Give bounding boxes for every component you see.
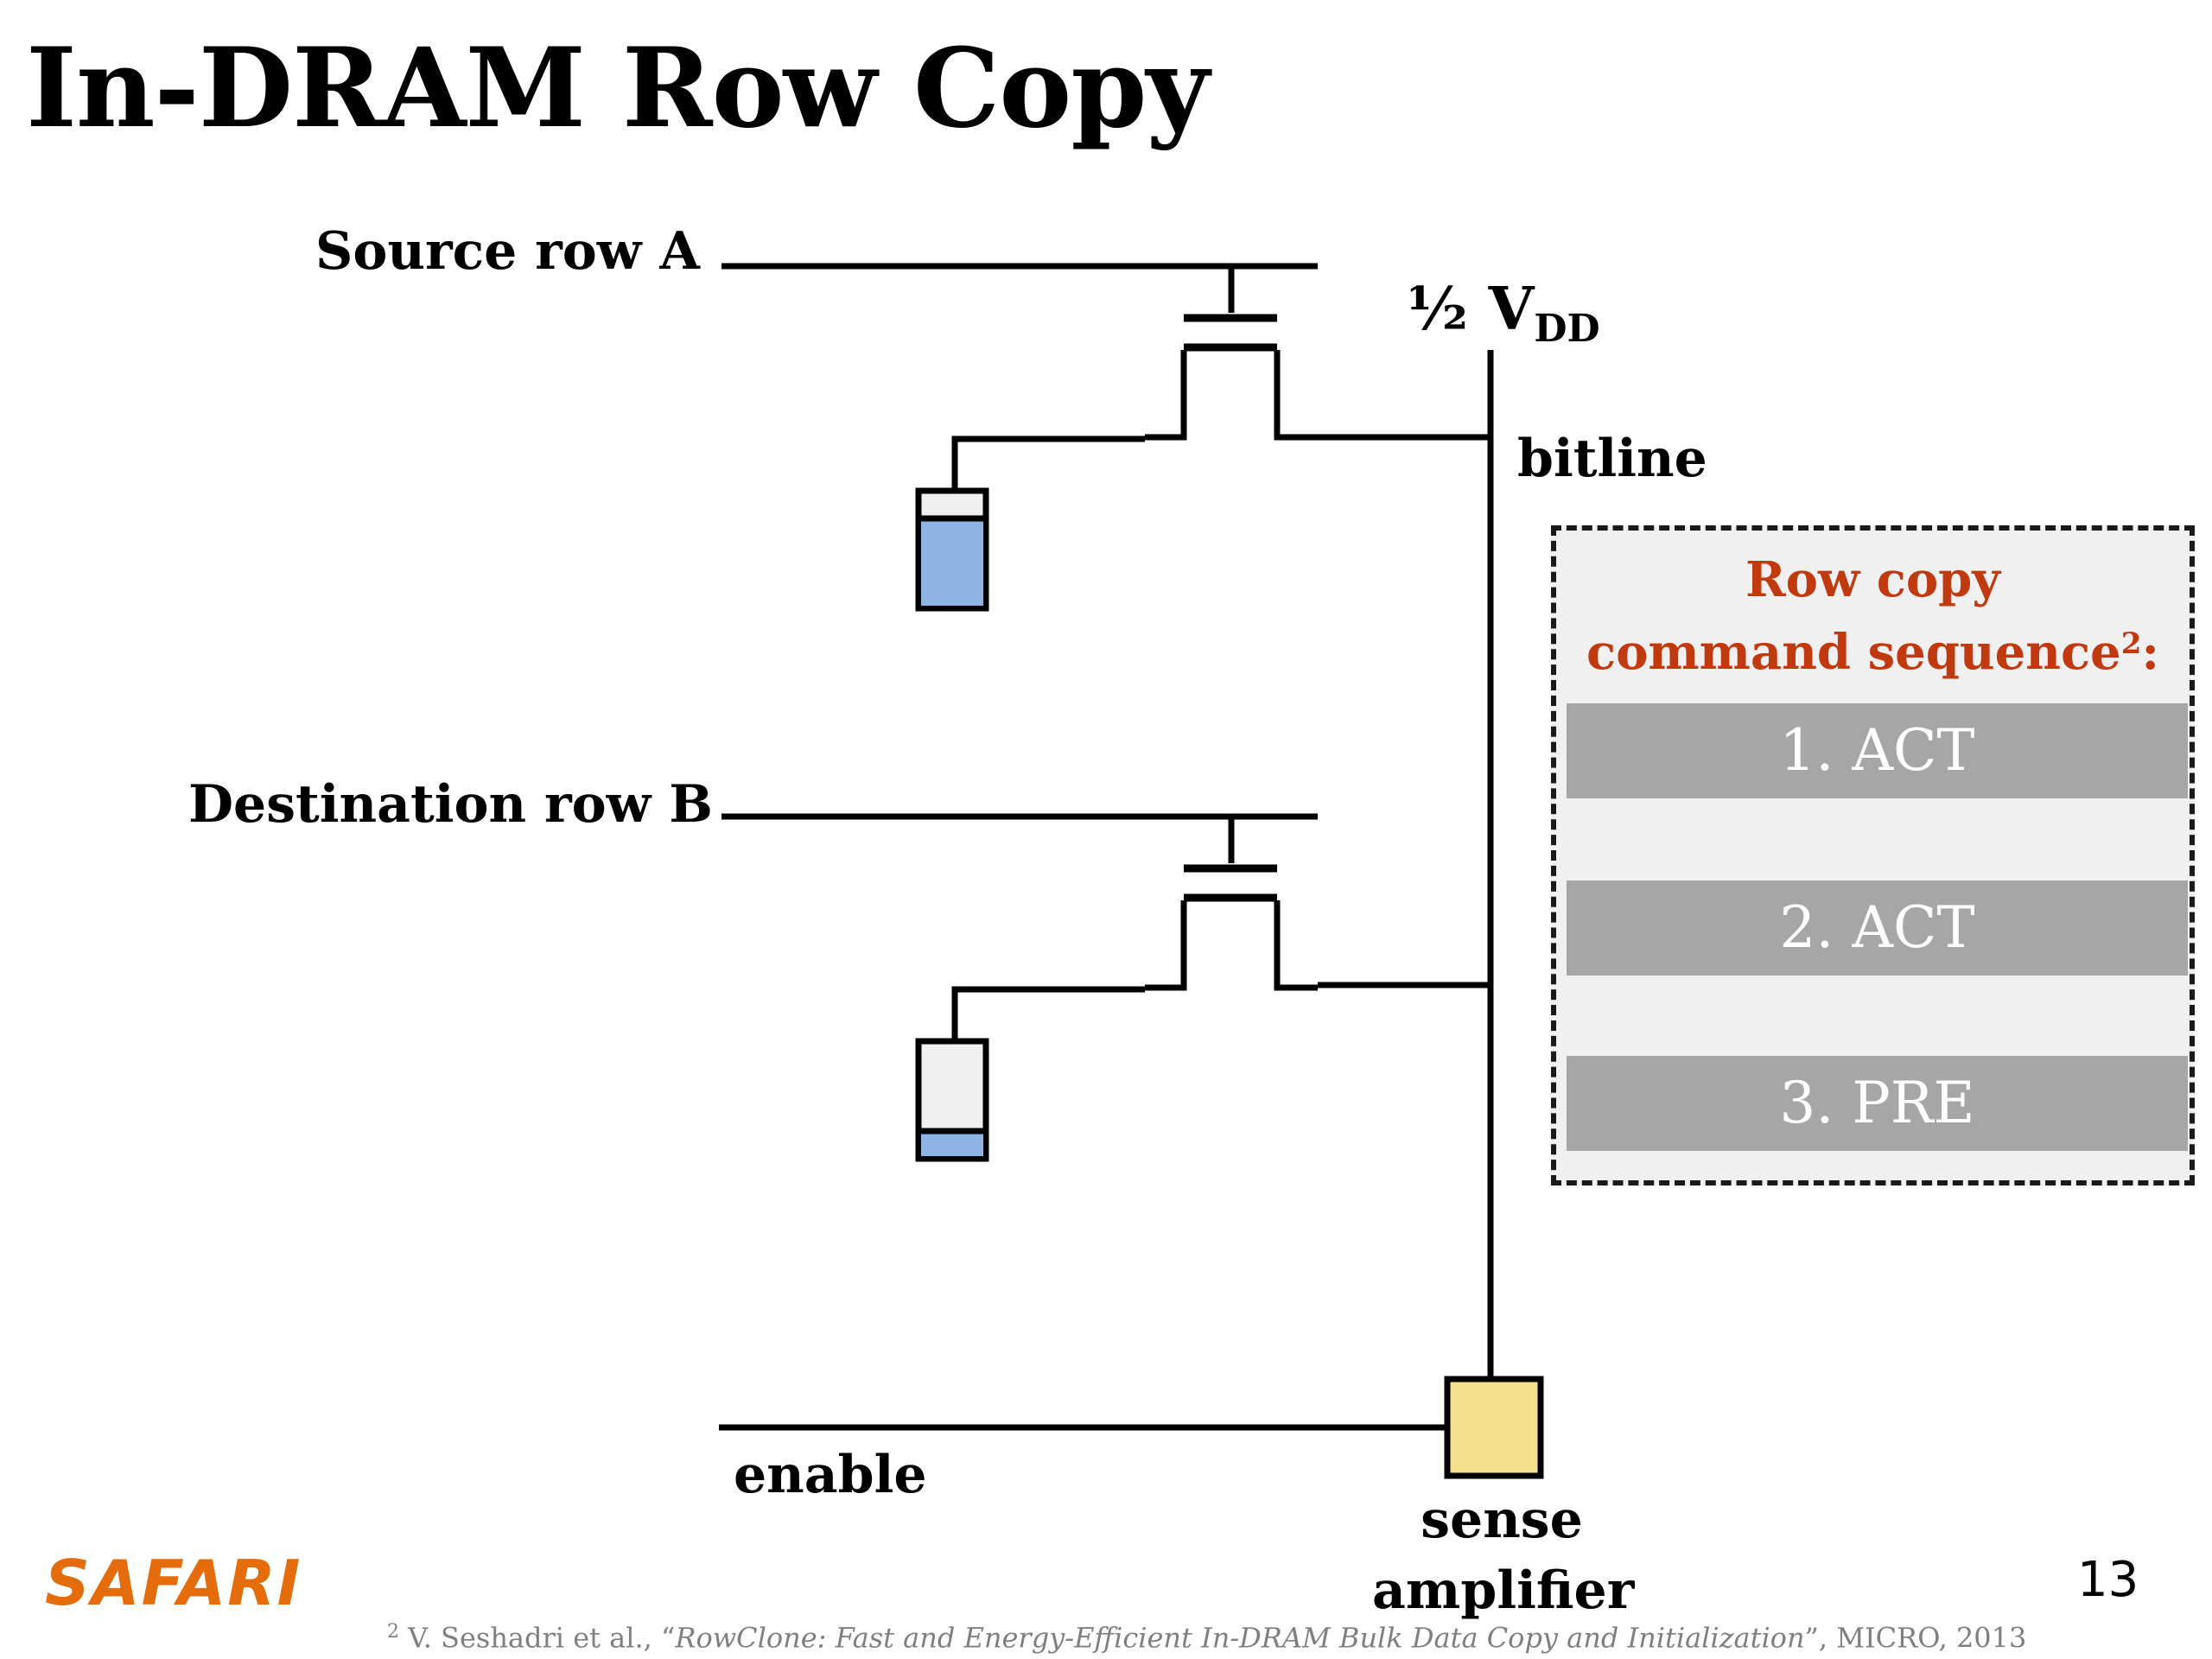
page-number: 13 <box>2077 1552 2139 1608</box>
destination-cell-wire <box>951 986 1145 1039</box>
destination-capacitor <box>915 1038 989 1162</box>
source-row-label: Source row A <box>315 221 700 282</box>
destination-row-label: Destination row B <box>188 774 713 835</box>
bitline-label: bitline <box>1517 429 1707 489</box>
slide-title: In-DRAM Row Copy <box>26 24 1210 152</box>
citation: 2 V. Seshadri et al., “RowClone: Fast an… <box>387 1621 2027 1655</box>
vdd-label: ½ VDD <box>1407 275 1600 351</box>
command-step-2: 2. ACT <box>1567 880 2188 976</box>
vdd-subscript: DD <box>1534 307 1600 351</box>
command-title-line2: command sequence2: <box>1586 624 2160 681</box>
command-sequence-title: Row copy command sequence2: <box>1556 548 2190 684</box>
enable-label: enable <box>734 1445 927 1505</box>
source-capacitor <box>915 487 989 612</box>
command-step-1: 1. ACT <box>1567 703 2188 798</box>
destination-transistor-body <box>1145 900 1187 991</box>
safari-logo: SAFARI <box>45 1547 302 1619</box>
command-step-3: 3. PRE <box>1567 1056 2188 1151</box>
command-title-line1: Row copy <box>1745 551 2000 608</box>
source-transistor-body <box>1145 350 1187 441</box>
sense-amplifier <box>1444 1376 1544 1479</box>
sense-amplifier-label-line2: amplifier <box>1372 1560 1635 1621</box>
sense-amplifier-label-line1: sense <box>1421 1490 1583 1550</box>
source-cell-wire <box>951 435 1145 488</box>
command-sequence-box: Row copy command sequence2: 1. ACT 2. AC… <box>1551 525 2195 1185</box>
vdd-prefix: ½ V <box>1407 275 1535 344</box>
